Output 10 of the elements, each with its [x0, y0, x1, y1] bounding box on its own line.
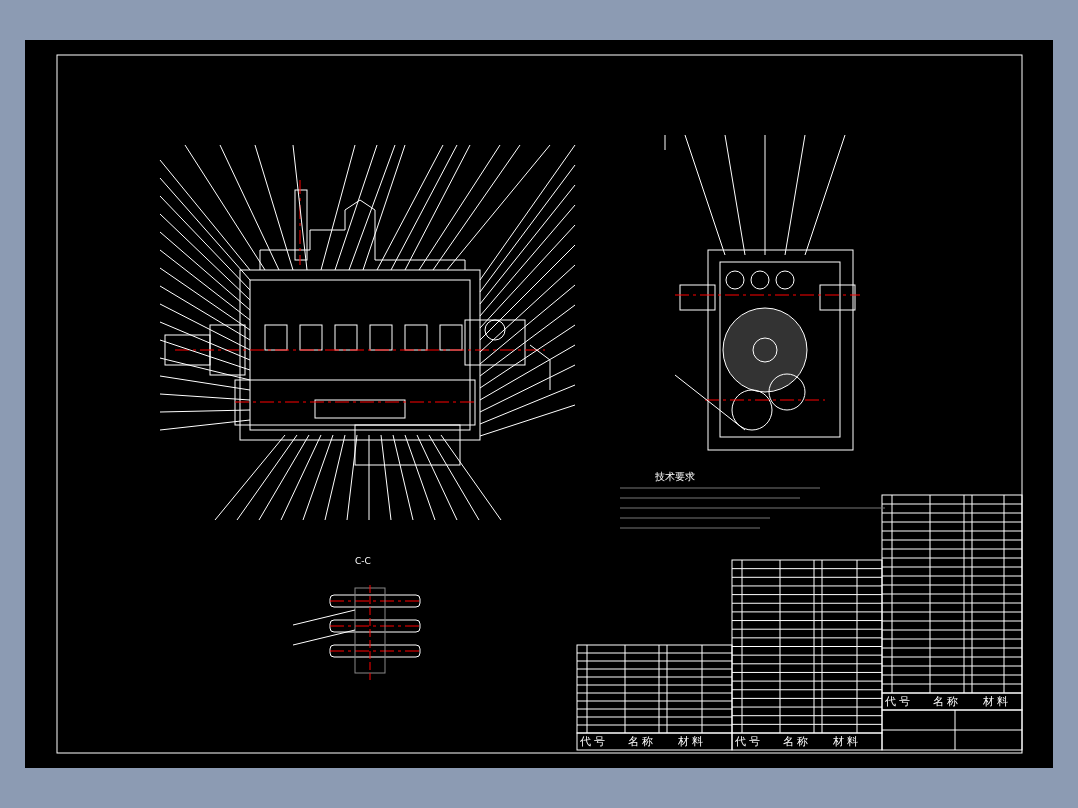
column-header: 代 号	[580, 735, 606, 748]
column-header: 名 称	[628, 735, 654, 748]
column-header: 代 号	[885, 695, 911, 708]
column-header: 材 料	[833, 735, 859, 748]
requirements-heading: 技术要求	[655, 470, 695, 483]
column-header: 材 料	[678, 735, 704, 748]
column-header: 代 号	[735, 735, 761, 748]
column-header: 名 称	[783, 735, 809, 748]
column-header: 名 称	[933, 695, 959, 708]
column-header: 材 料	[983, 695, 1009, 708]
